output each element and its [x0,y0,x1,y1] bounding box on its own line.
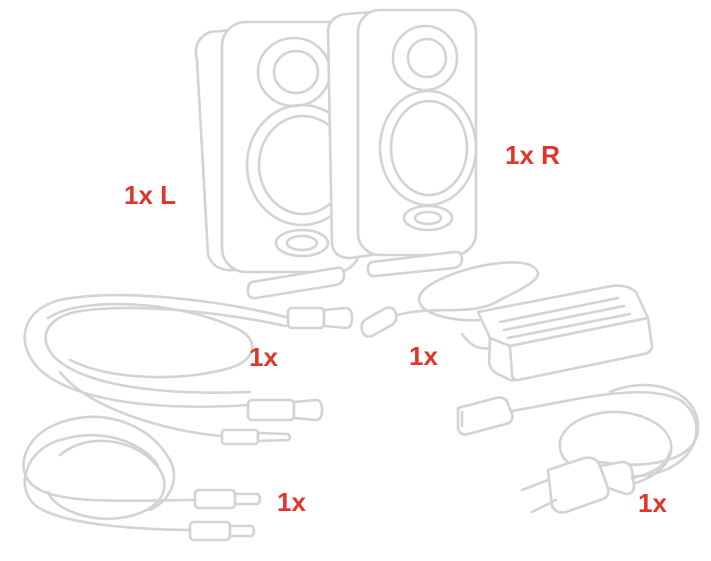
jack-connector-tip [256,431,292,443]
power-supply-cable [460,332,492,350]
xlr-cable [23,293,354,446]
xlr-connector-top-tip [322,306,354,330]
xlr-cable-quantity-label: 1x [249,342,278,372]
left-speaker [194,20,362,300]
right-speaker-port [402,204,454,232]
mains-cable-quantity-label: 1x [638,488,667,518]
dc-cable [378,261,540,324]
rca-cable-coil-outer [22,415,197,512]
xlr-connector-bottom-tip [292,398,324,422]
mains-cable-end [630,450,672,480]
jack-connector-body [220,428,260,446]
left-speaker-quantity-label: 1x L [124,180,177,210]
rca-plug-lower-tip [228,524,256,538]
power-supply [360,261,654,382]
left-speaker-port [274,228,330,258]
right-speaker [326,8,478,278]
dc-plug [360,306,398,338]
mains-plug-collar [598,460,636,496]
mains-cable-coil-2 [598,383,700,466]
right-speaker-stand [366,250,464,278]
jack-cable [58,370,224,438]
xlr-connector-top-body [286,306,326,330]
xlr-connector-bottom-body [246,398,296,422]
mains-cable [456,383,700,514]
right-speaker-cabinet [356,8,478,257]
xlr-cable-coil-outer [23,293,292,408]
rca-cable-coil-loop [46,439,166,521]
right-speaker-tweeter [406,37,448,79]
left-speaker-tweeter [272,49,320,95]
rca-plug-upper-tip [233,492,262,506]
iec-connector [456,396,514,436]
left-speaker-stand [246,266,346,300]
xlr-cable-coil-loop [46,302,254,379]
rca-cable-quantity-label: 1x [277,487,306,517]
rca-cable-coil-inner [23,434,202,532]
power-supply-ridges [498,296,632,340]
rca-cable [22,415,262,542]
mains-plug-pin-lower [530,498,558,514]
left-speaker-port-inner [285,234,319,252]
power-supply-side [508,316,654,382]
rca-plug-upper-body [193,488,237,510]
right-speaker-quantity-label: 1x R [505,140,560,170]
mains-plug-body [546,456,610,514]
right-speaker-woofer [389,99,469,197]
power-supply-quantity-label: 1x [409,341,438,371]
mains-plug-pin-upper [520,478,550,492]
rca-plug-lower-body [188,520,232,542]
right-speaker-port-inner [413,210,443,226]
